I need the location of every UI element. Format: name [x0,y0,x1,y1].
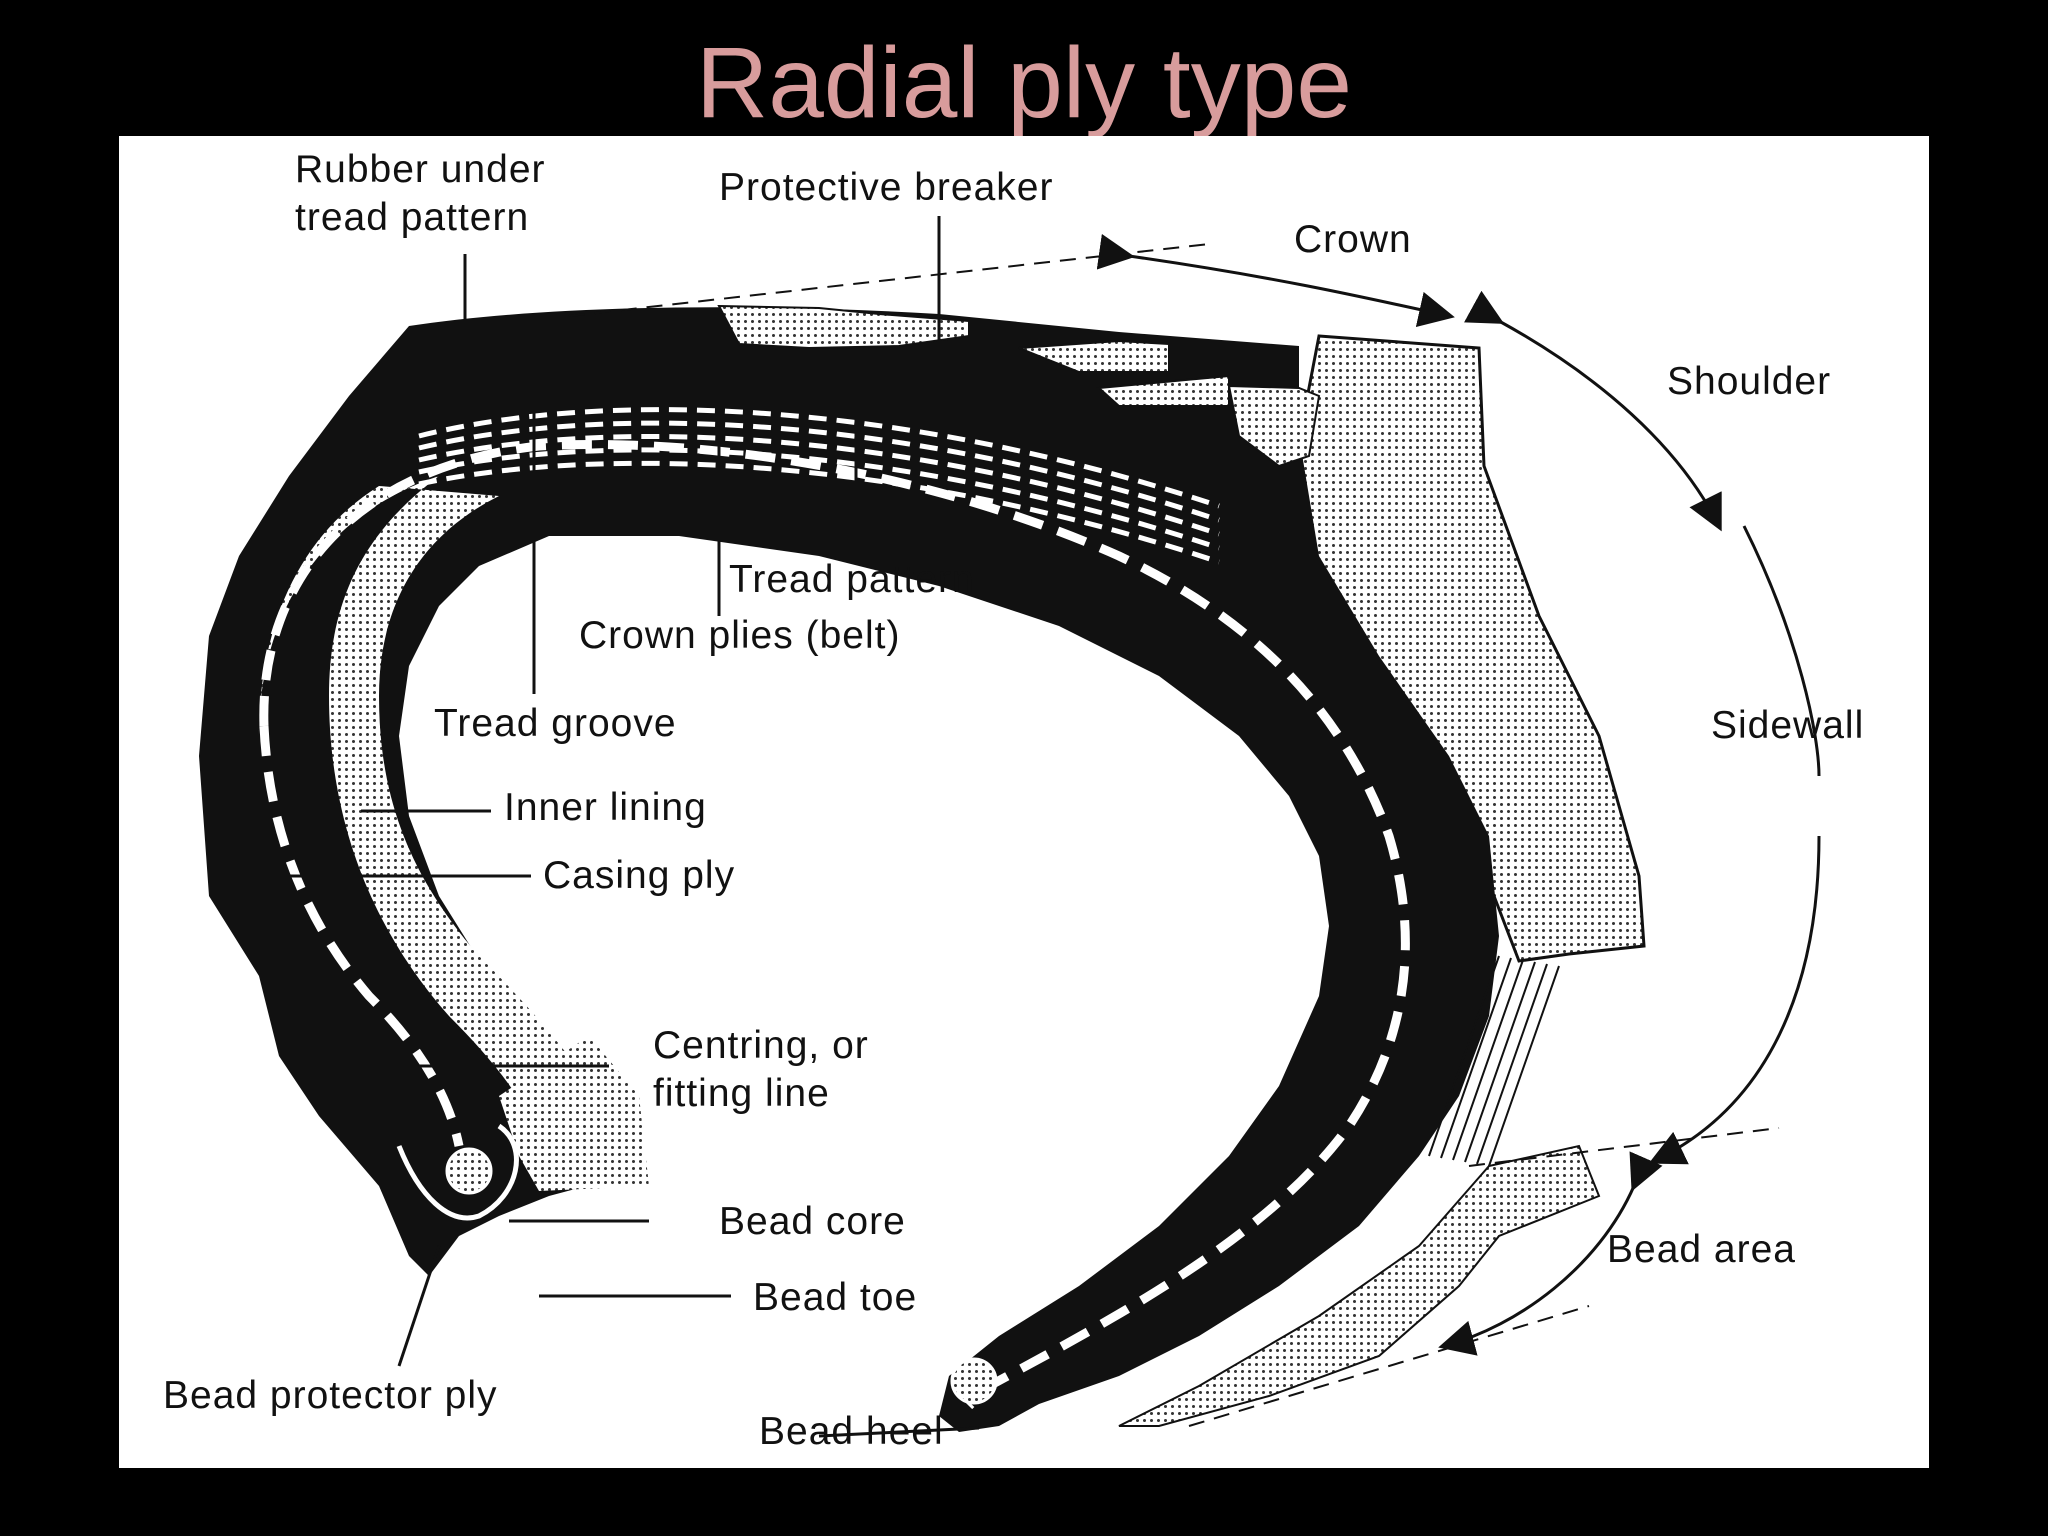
label-bead-heel: Bead heel [759,1410,944,1453]
label-rubber-under-tread: Rubber under tread pattern [295,148,546,239]
label-tread-pattern: Tread pattern [729,558,975,601]
casing-ply-line [259,440,1410,1410]
label-crown-plies: Crown plies (belt) [579,614,901,657]
label-bead-core: Bead core [719,1200,906,1243]
tire-cross-section [199,216,1821,1438]
label-bead-area: Bead area [1607,1228,1796,1271]
leader-lines [274,216,980,1438]
label-crown: Crown [1294,218,1412,261]
label-sidewall: Sidewall [1711,704,1865,747]
label-centring-line: Centring, or fitting line [653,1024,869,1115]
tread-block-3 [1096,374,1230,407]
label-protective-breaker: Protective breaker [719,166,1054,209]
casing-ply-left-down [259,725,464,1147]
bead-fibres [1428,955,1560,1167]
label-bead-protector-ply: Bead protector ply [163,1374,498,1417]
left-bead-core [445,1147,493,1195]
tread-block-1 [717,304,970,350]
crown-plies [418,407,1220,565]
shoulder-block [1227,384,1321,468]
left-bead-ply [396,1123,519,1221]
label-shoulder: Shoulder [1667,360,1832,403]
tread-block-2 [1018,339,1170,373]
label-tread-groove: Tread groove [434,702,677,745]
label-bead-toe: Bead toe [753,1276,918,1319]
right-bead-core [950,1357,998,1405]
left-inner-dotted [259,476,619,1186]
label-inner-lining: Inner lining [504,786,707,829]
diagram-panel: Rubber under tread pattern Protective br… [119,136,1929,1468]
slide-title: Radial ply type [696,27,1352,139]
label-casing-ply: Casing ply [543,854,736,897]
left-bead-rubber [499,1036,649,1191]
dimension-arrows [1096,233,1821,1356]
